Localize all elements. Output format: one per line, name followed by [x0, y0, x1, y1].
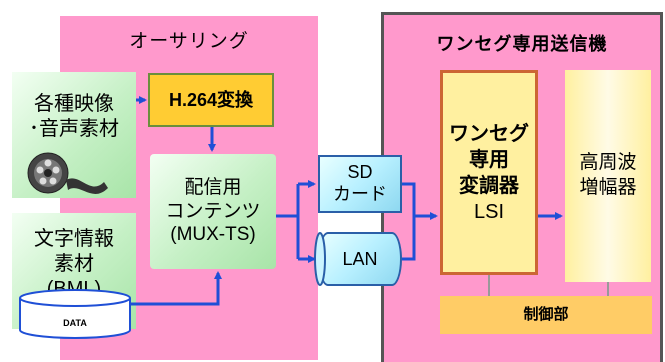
- lsi-line4: LSI: [473, 200, 505, 223]
- lsi-line3: 変調器: [459, 174, 519, 197]
- text-info-line1: 文字情報: [34, 228, 114, 250]
- rf-amplifier-box: 高周波 増幅器: [565, 70, 651, 282]
- h264-conversion-box: H.264変換: [148, 73, 274, 127]
- sd-line1: SD: [347, 162, 373, 183]
- amp-line2: 増幅器: [579, 177, 637, 198]
- text-info-line2: 素材: [54, 253, 94, 275]
- video-audio-line1: 各種映像: [34, 93, 114, 115]
- control-unit-box: 制御部: [440, 296, 652, 334]
- arrow-text-to-content: [130, 271, 222, 306]
- transmitter-title: ワンセグ専用送信機: [436, 34, 608, 54]
- sd-line2: カード: [333, 184, 387, 204]
- video-audio-line2: ･音声素材: [29, 118, 119, 140]
- sd-card-box: SD カード: [318, 155, 402, 213]
- merge-line: [402, 182, 416, 261]
- content-line2: コンテンツ: [165, 200, 261, 222]
- lsi-modulator-box: ワンセグ 専用 変調器 LSI: [440, 70, 538, 275]
- lan-cylinder-icon: [314, 232, 326, 286]
- authoring-title: オーサリング: [129, 31, 249, 52]
- content-line3: (MUX-TS): [170, 224, 256, 246]
- database-cylinder-icon: DATA: [19, 289, 131, 339]
- distribution-content-box: 配信用 コンテンツ (MUX-TS): [150, 154, 276, 269]
- amp-line1: 高周波: [579, 152, 637, 174]
- data-label: DATA: [63, 318, 87, 328]
- content-line1: 配信用: [184, 176, 242, 198]
- lsi-line1: ワンセグ: [449, 122, 529, 145]
- film-reel-icon: [27, 152, 108, 194]
- lsi-line2: 専用: [469, 148, 509, 171]
